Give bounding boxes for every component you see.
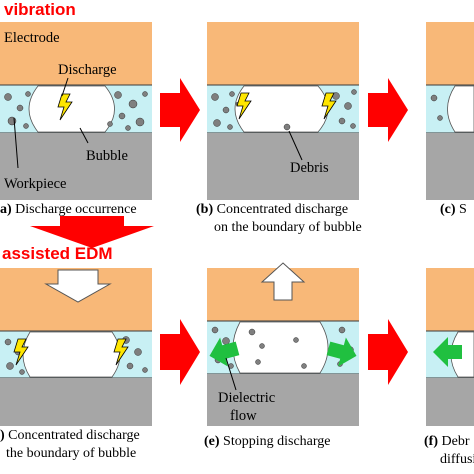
workpiece-block [0, 133, 152, 200]
caption-b-letter: (b) [196, 202, 214, 217]
electrode-block [0, 22, 152, 85]
panel-a [0, 22, 152, 200]
caption-b-text: Concentrated discharge [216, 202, 349, 217]
panel-f [426, 268, 474, 426]
caption-f-text: Debr [441, 434, 470, 449]
caption-b-line2: on the boundary of bubble [214, 220, 362, 235]
bubble [447, 85, 474, 133]
green-arrow-icon [326, 337, 357, 367]
flow-label: flow [230, 408, 257, 424]
bubble [28, 85, 115, 133]
caption-e: (e) Stopping discharge [204, 434, 331, 450]
red-arrow-icon [368, 78, 408, 142]
caption-d: ) Concentrated discharge [0, 428, 140, 444]
workpiece-label: Workpiece [4, 176, 67, 192]
caption-a: a) Discharge occurrence [0, 202, 137, 218]
caption-c-text: S [459, 202, 467, 217]
debris-label: Debris [290, 160, 329, 176]
panel-e [207, 262, 359, 426]
red-arrow-icon [160, 319, 200, 385]
caption-b: (b) Concentrated discharge [196, 202, 348, 218]
panel-d [0, 268, 152, 426]
caption-f-letter: (f) [424, 434, 438, 449]
green-arrow-icon [433, 337, 462, 367]
green-arrow-icon [209, 337, 240, 367]
caption-e-letter: (e) [204, 434, 220, 449]
caption-a-text: Discharge occurrence [15, 202, 137, 217]
bubble [22, 331, 121, 378]
caption-c: (c) S [440, 202, 467, 218]
electrode-label: Electrode [4, 30, 60, 46]
red-arrow-icon [368, 319, 408, 385]
dielectric-label: Dielectric [218, 390, 276, 406]
white-arrow-icon [260, 262, 306, 301]
caption-e-text: Stopping discharge [223, 434, 331, 449]
heading-top: vibration [4, 0, 76, 19]
caption-f-line2: diffusi [440, 452, 474, 467]
caption-d-text: Concentrated discharge [8, 428, 140, 443]
caption-a-letter: a) [0, 202, 12, 217]
caption-d-letter: ) [0, 428, 5, 443]
bubble [234, 85, 329, 133]
discharge-label: Discharge [58, 62, 117, 78]
debris-particles [4, 91, 148, 131]
white-arrow-icon [44, 269, 112, 303]
red-arrow-icon [30, 216, 154, 248]
panel-b [207, 22, 359, 200]
caption-c-letter: (c) [440, 202, 456, 217]
caption-d-line2: the boundary of bubble [6, 446, 137, 461]
bubble [232, 321, 329, 374]
bubble-label: Bubble [86, 148, 128, 164]
panel-c [426, 22, 474, 200]
heading-bottom: assisted EDM [2, 244, 113, 263]
red-arrow-icon [160, 78, 200, 142]
caption-f: (f) Debr [424, 434, 470, 450]
